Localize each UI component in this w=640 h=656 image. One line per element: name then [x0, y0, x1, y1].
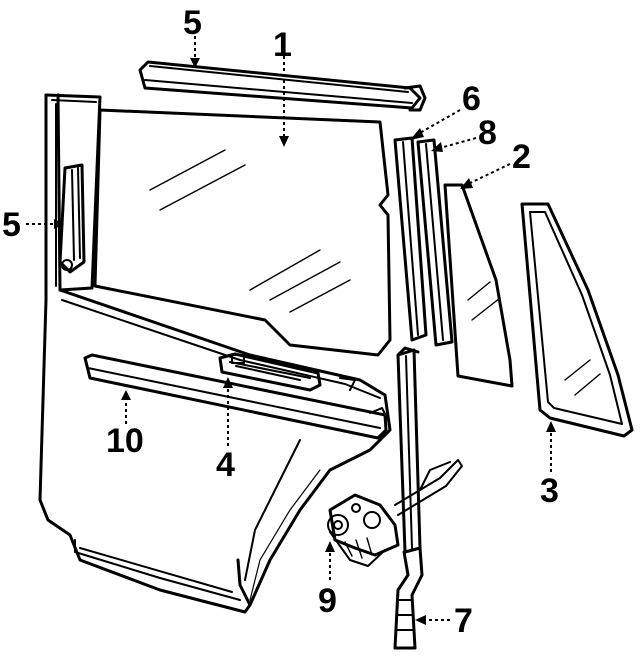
- callout-10: 10: [106, 422, 144, 460]
- window-regulator-motor: [327, 459, 463, 567]
- door-glass: [93, 108, 392, 357]
- callout-5-top: 5: [183, 4, 202, 42]
- callout-2: 2: [512, 138, 531, 176]
- door-shell: [38, 93, 392, 614]
- callout-7: 7: [454, 602, 473, 640]
- callout-3: 3: [540, 472, 559, 510]
- callout-5-left: 5: [2, 206, 21, 244]
- window-regulator-track: [393, 346, 424, 650]
- inside-handle: [218, 352, 322, 392]
- channel-strip: [416, 138, 454, 347]
- quarter-glass: [443, 183, 514, 388]
- belt-molding: [83, 353, 389, 440]
- callout-4: 4: [216, 446, 235, 484]
- callout-9: 9: [318, 582, 337, 620]
- division-bar: [393, 136, 428, 342]
- quarter-glass-frame: [520, 202, 634, 438]
- callout-1: 1: [273, 26, 292, 64]
- leader-lines: [26, 36, 556, 625]
- callout-8: 8: [478, 114, 497, 152]
- run-channel-left: [58, 163, 86, 274]
- callout-6: 6: [462, 80, 481, 118]
- run-channel-top: [138, 60, 427, 112]
